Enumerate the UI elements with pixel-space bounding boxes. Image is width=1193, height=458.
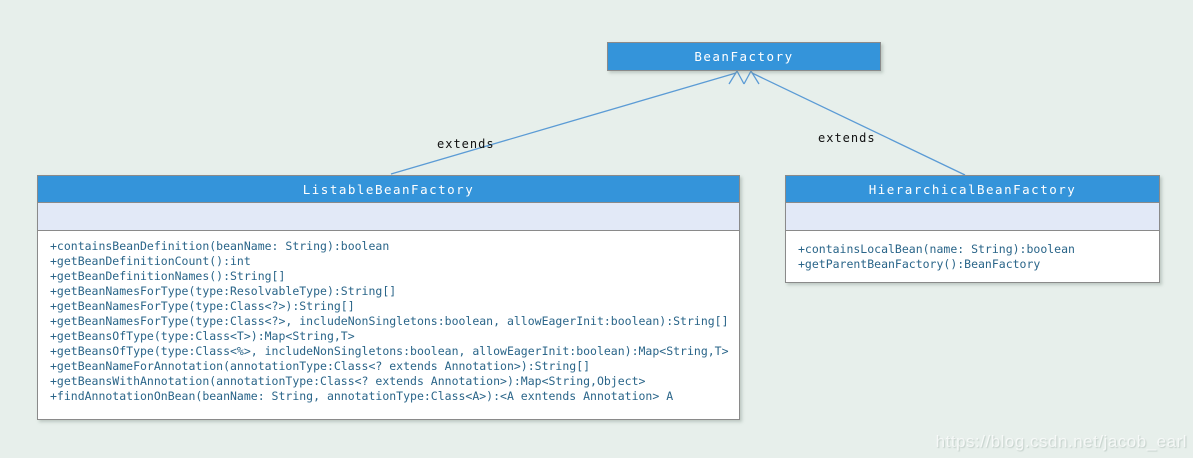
method-item: +getBeansWithAnnotation(annotationType:C… <box>50 374 646 388</box>
method-item: +findAnnotationOnBean(beanName: String, … <box>50 389 674 403</box>
class-box-listablebeanfactory: ListableBeanFactory +containsBeanDefinit… <box>37 175 740 420</box>
class-title-hierarchicalbeanfactory: HierarchicalBeanFactory <box>786 176 1159 203</box>
method-item: +getBeanDefinitionNames():String[] <box>50 269 286 283</box>
method-item: +containsBeanDefinition(beanName: String… <box>50 239 390 253</box>
method-item: +containsLocalBean(name: String):boolean <box>798 242 1075 256</box>
arrowhead-icon <box>743 69 760 85</box>
class-box-beanfactory: BeanFactory <box>607 42 881 71</box>
edge-label-extends-right: extends <box>818 131 876 145</box>
attributes-section <box>38 203 739 231</box>
method-item: +getParentBeanFactory():BeanFactory <box>798 257 1041 271</box>
methods-section: +containsLocalBean(name: String):boolean… <box>786 231 1159 282</box>
method-item: +getBeansOfType(type:Class<%>, includeNo… <box>50 344 729 358</box>
class-box-hierarchicalbeanfactory: HierarchicalBeanFactory +containsLocalBe… <box>785 175 1160 283</box>
method-item: +getBeanNamesForType(type:ResolvableType… <box>50 284 397 298</box>
class-title-beanfactory: BeanFactory <box>608 43 880 70</box>
method-item: +getBeanNamesForType(type:Class<?>, incl… <box>50 314 729 328</box>
method-item: +getBeanNameForAnnotation(annotationType… <box>50 359 591 373</box>
attributes-section <box>786 203 1159 231</box>
method-item: +getBeanDefinitionCount():int <box>50 254 251 268</box>
extends-line-left <box>390 72 737 175</box>
edge-label-extends-left: extends <box>437 137 495 151</box>
arrowhead-icon <box>728 69 745 85</box>
method-item: +getBeansOfType(type:Class<T>):Map<Strin… <box>50 329 355 343</box>
method-item: +getBeanNamesForType(type:Class<?>):Stri… <box>50 299 355 313</box>
class-title-listablebeanfactory: ListableBeanFactory <box>38 176 739 203</box>
methods-section: +containsBeanDefinition(beanName: String… <box>38 231 739 419</box>
watermark-url: https://blog.csdn.net/jacob_earl <box>935 432 1187 451</box>
extends-line-right <box>751 72 966 176</box>
